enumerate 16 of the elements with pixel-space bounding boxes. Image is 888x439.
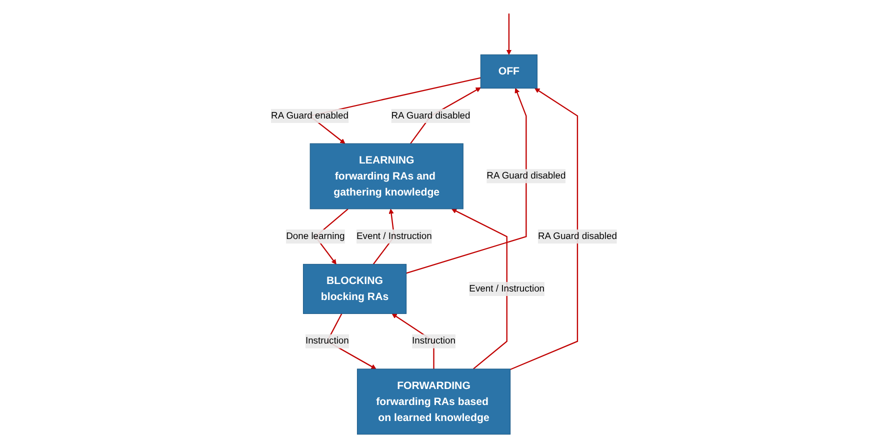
edge-label: RA Guard disabled bbox=[391, 110, 470, 121]
node-box: FORWARDING forwarding RAs based on learned knowledge bbox=[356, 368, 511, 435]
edge-label: RA Guard disabled bbox=[486, 170, 566, 181]
edge-label: Done learning bbox=[286, 231, 345, 242]
edge-label: RA Guard enabled bbox=[271, 110, 348, 121]
edge-label: Instruction bbox=[305, 336, 349, 346]
edge-label: Event / Instruction bbox=[469, 284, 545, 294]
node-box: BLOCKING blocking RAs bbox=[302, 264, 407, 314]
edge-label: RA Guard disabled bbox=[538, 231, 617, 242]
node-box: OFF bbox=[480, 54, 538, 89]
arrow bbox=[452, 208, 508, 370]
edge-label: Instruction bbox=[412, 336, 456, 346]
node-box: LEARNING forwarding RAs and gathering knowledge bbox=[310, 143, 464, 210]
arrow bbox=[506, 14, 512, 55]
edge-label: Event / Instruction bbox=[356, 231, 432, 242]
arrow bbox=[510, 88, 578, 370]
